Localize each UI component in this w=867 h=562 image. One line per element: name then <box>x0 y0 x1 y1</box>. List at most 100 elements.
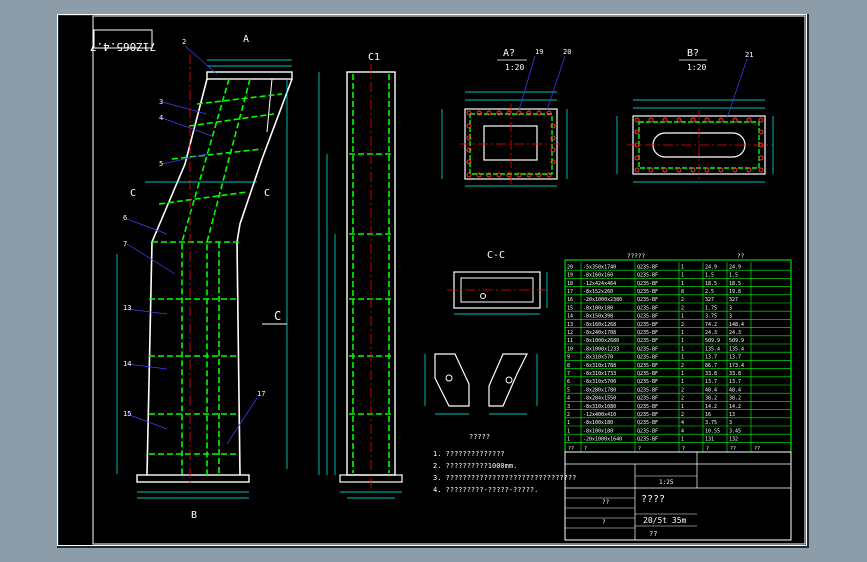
bom-header-right: ?? <box>737 253 745 260</box>
svg-text:1:20: 1:20 <box>505 63 524 72</box>
bom-cell-qty: 2 <box>681 412 684 418</box>
svg-text:7: 7 <box>123 240 127 248</box>
bom-cell-desc: -8x310x570 <box>583 355 613 361</box>
svg-text:19: 19 <box>535 48 543 56</box>
bom-cell-desc: -20x1000x1640 <box>583 437 622 443</box>
bom-cell-unit: 14.2 <box>705 404 717 410</box>
bom-cell-total: 24.3 <box>729 330 741 336</box>
bom-cell-qty: 2 <box>681 305 684 311</box>
bom-col-header: ? <box>682 446 685 452</box>
notes-title: ????? <box>469 433 490 441</box>
bom-cell-desc: -8x310x1733 <box>583 371 616 377</box>
bom-cell-qty: 4 <box>681 420 684 426</box>
bom-cell-mat: Q235-BF <box>637 314 658 320</box>
bom-cell-desc: -8x150x398 <box>583 314 613 320</box>
bom-cell-no: 19 <box>567 273 573 279</box>
svg-text:21: 21 <box>745 51 753 59</box>
bom-cell-qty: 1 <box>681 379 684 385</box>
view-a: A? 1:20 <box>441 48 571 187</box>
bom-cell-desc: -8x100x180 <box>583 420 613 426</box>
drawing-subtitle: 20/5t 35m <box>643 516 687 525</box>
bom-cell-mat: Q235-BF <box>637 371 658 377</box>
bom-cell-no: 15 <box>567 305 573 311</box>
bom-cell-qty: 1 <box>681 314 684 320</box>
bom-cell-no: 12 <box>567 330 573 336</box>
bom-cell-total: 327 <box>729 297 738 303</box>
svg-text:3: 3 <box>159 98 163 106</box>
bom-cell-qty: 1 <box>681 404 684 410</box>
bom-cell-qty: 1 <box>681 338 684 344</box>
bom-cell-no: 16 <box>567 297 573 303</box>
svg-text:5: 5 <box>159 160 163 168</box>
svg-text:6: 6 <box>123 214 127 222</box>
bom-col-header: ? <box>584 446 587 452</box>
bom-cell-no: 1 <box>567 428 570 434</box>
bom-cell-mat: Q235-BF <box>637 346 658 352</box>
bom-cell-no: 7 <box>567 371 570 377</box>
view-a-bolt-holes <box>466 110 556 178</box>
bom-cell-total: 13.7 <box>729 355 741 361</box>
bom-cell-desc: -12x424x464 <box>583 281 616 287</box>
bom-cell-no: 6 <box>567 379 570 385</box>
drawing-canvas: 71Z065.4.7 <box>90 15 806 545</box>
bom-cell-desc: -8x1000x2680 <box>583 338 619 344</box>
bom-cell-mat: Q235-BF <box>637 322 658 328</box>
technical-notes: ????? 1. ?????????????? 2. ??????????100… <box>433 433 576 494</box>
bom-cell-total: 135.4 <box>729 346 744 352</box>
section-cc: C-C <box>447 250 549 315</box>
bom-cell-qty: 1 <box>681 437 684 443</box>
bom-header-left: ????? <box>627 253 645 260</box>
bom-cell-total: 18.5 <box>729 281 741 287</box>
bom-cell-desc: -20x1000x2380 <box>583 297 622 303</box>
title-scale: 1:25 <box>659 479 674 486</box>
bom-cell-unit: 74.2 <box>705 322 717 328</box>
bom-cell-total: 1.5 <box>729 273 738 279</box>
section-mark-c-left: C <box>130 188 136 199</box>
bom-cell-qty: 1 <box>681 330 684 336</box>
title-org: ?? <box>649 530 657 538</box>
bom-cell-total: 14.2 <box>729 404 741 410</box>
bom-cell-unit: 86.7 <box>705 363 717 369</box>
bom-cell-unit: 48.4 <box>705 387 717 393</box>
svg-text:4: 4 <box>159 114 163 122</box>
bom-cell-no: 18 <box>567 281 573 287</box>
note-3: 3. ??????????????????????????????? <box>433 474 576 482</box>
bom-cell-mat: Q235-BF <box>637 289 658 295</box>
bom-cell-no: 17 <box>567 289 573 295</box>
bom-cell-total: 3.45 <box>729 428 741 434</box>
bom-cell-desc: -8x310x5700 <box>583 379 616 385</box>
bom-cell-qty: 2 <box>681 396 684 402</box>
bom-cell-total: 24.9 <box>729 264 741 270</box>
bom-cell-desc: -8x100x180 <box>583 428 613 434</box>
bom-cell-desc: -5x350x1740 <box>583 264 616 270</box>
bom-cell-unit: 10.55 <box>705 428 720 434</box>
bom-cell-no: 1 <box>567 437 570 443</box>
bom-cell-qty: 2 <box>681 297 684 303</box>
bom-cell-mat: Q235-BF <box>637 305 658 311</box>
bom-cell-mat: Q235-BF <box>637 428 658 434</box>
bom-cell-qty: 1 <box>681 371 684 377</box>
bom-cell-unit: 24.3 <box>705 330 717 336</box>
sheet-border <box>57 14 807 546</box>
section-mark-c-mid: C <box>274 309 281 323</box>
bom-col-header: ?? <box>754 446 760 452</box>
drawing-title: ???? <box>641 494 665 505</box>
section-arrow-b: B <box>191 510 197 521</box>
bom-cell-qty: 2 <box>681 363 684 369</box>
bom-cell-total: 33.8 <box>729 371 741 377</box>
bom-cell-mat: Q235-BF <box>637 273 658 279</box>
bom-cell-unit: 1.75 <box>705 305 717 311</box>
